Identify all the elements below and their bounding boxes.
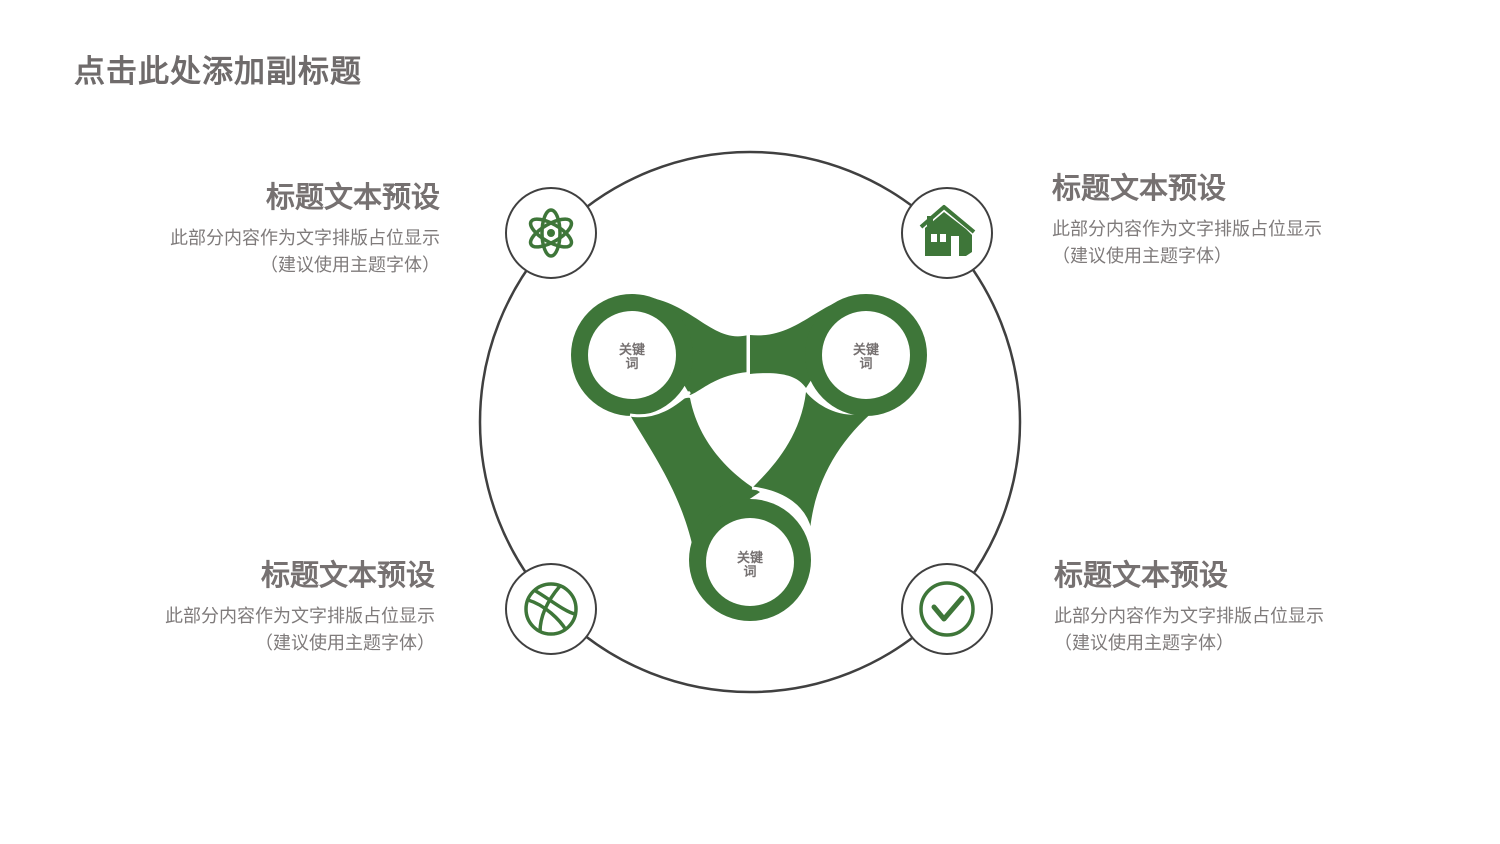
text-block-bottom-left: 标题文本预设 此部分内容作为文字排版占位显示 （建议使用主题字体） xyxy=(135,558,435,657)
keyword-circle-right xyxy=(822,311,910,399)
icon-badge-bottom-left xyxy=(505,563,597,655)
separator xyxy=(629,390,691,418)
page-subtitle: 点击此处添加副标题 xyxy=(74,54,362,89)
icon-badge-top-right xyxy=(901,187,993,279)
block-body: 此部分内容作为文字排版占位显示 （建议使用主题字体） xyxy=(135,603,435,657)
block-body: 此部分内容作为文字排版占位显示 （建议使用主题字体） xyxy=(1054,603,1354,657)
icon-badge-bottom-right xyxy=(901,563,993,655)
block-line1: 此部分内容作为文字排版占位显示 xyxy=(170,228,440,248)
house-icon xyxy=(919,205,976,256)
block-line1: 此部分内容作为文字排版占位显示 xyxy=(165,606,435,626)
basketball-icon xyxy=(524,582,578,636)
atom-icon xyxy=(528,208,574,258)
keyword-circle-left xyxy=(588,311,676,399)
block-title: 标题文本预设 xyxy=(265,182,440,214)
text-block-top-right: 标题文本预设 此部分内容作为文字排版占位显示 （建议使用主题字体） xyxy=(1052,171,1352,270)
keyword-left-top: 关键 xyxy=(619,342,645,357)
block-title: 标题文本预设 xyxy=(1052,173,1227,205)
block-line2: （建议使用主题字体） xyxy=(260,255,440,275)
block-line1: 此部分内容作为文字排版占位显示 xyxy=(1054,606,1324,626)
block-line2: （建议使用主题字体） xyxy=(1054,633,1234,653)
keyword-bottom-bottom: 词 xyxy=(743,564,756,579)
checkmark-icon xyxy=(919,581,975,637)
separator xyxy=(751,486,812,531)
keyword-right-bottom: 词 xyxy=(859,356,872,371)
block-line2: （建议使用主题字体） xyxy=(255,633,435,653)
block-body: 此部分内容作为文字排版占位显示 （建议使用主题字体） xyxy=(1052,216,1352,270)
icon-badge-top-left xyxy=(505,187,597,279)
outer-ring xyxy=(478,150,1022,694)
block-line2: （建议使用主题字体） xyxy=(1052,246,1232,266)
text-block-top-left: 标题文本预设 此部分内容作为文字排版占位显示 （建议使用主题字体） xyxy=(140,180,440,279)
block-title: 标题文本预设 xyxy=(260,560,435,592)
keyword-left-bottom: 词 xyxy=(625,356,638,371)
block-line1: 此部分内容作为文字排版占位显示 xyxy=(1052,219,1322,239)
block-body: 此部分内容作为文字排版占位显示 （建议使用主题字体） xyxy=(140,225,440,279)
keyword-right-top: 关键 xyxy=(853,342,879,357)
text-block-bottom-right: 标题文本预设 此部分内容作为文字排版占位显示 （建议使用主题字体） xyxy=(1054,558,1354,657)
keyword-bottom-top: 关键 xyxy=(737,550,763,565)
block-title: 标题文本预设 xyxy=(1054,560,1229,592)
keyword-circle-bottom xyxy=(706,518,794,606)
tri-lobe-shape: 关键 词 关键 词 关键 词 xyxy=(571,294,927,621)
